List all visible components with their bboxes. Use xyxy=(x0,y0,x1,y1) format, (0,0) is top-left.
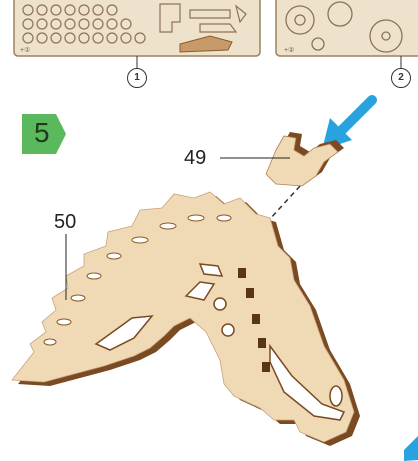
part-49-label: 49 xyxy=(184,147,206,170)
assembly-illustration xyxy=(0,71,418,461)
part-50-label: 50 xyxy=(54,211,76,234)
sheet-2-tag: +② xyxy=(284,46,294,54)
sheet-1-tag: +① xyxy=(20,46,30,54)
next-arrow-icon xyxy=(404,436,418,461)
parts-sheets: +① +② xyxy=(0,0,418,70)
